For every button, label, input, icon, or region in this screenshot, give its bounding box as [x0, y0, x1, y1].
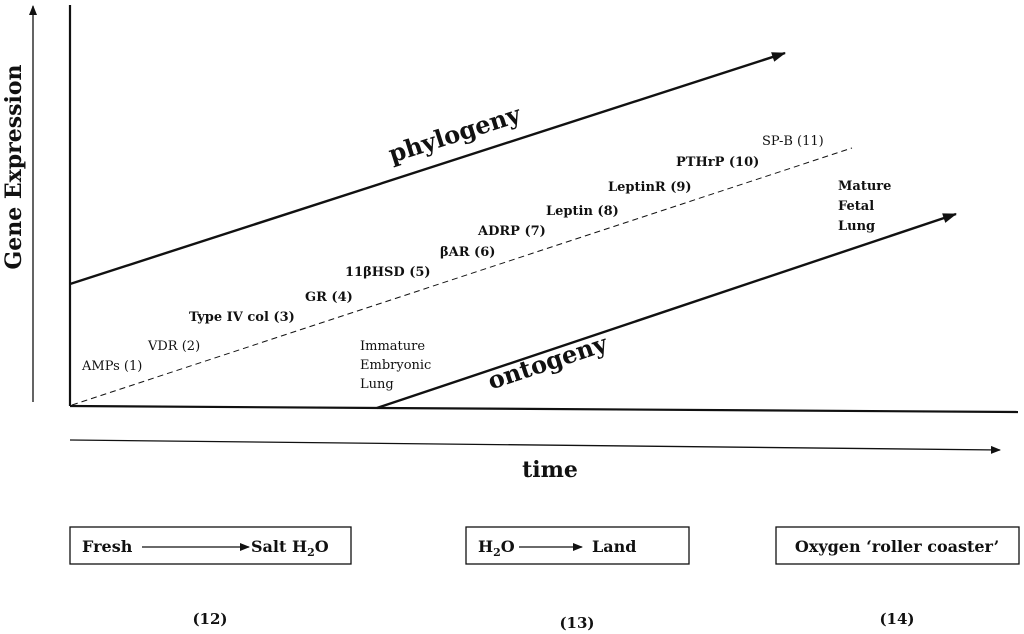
phylogeny-arrow [69, 51, 786, 286]
gene-label: LeptinR (9) [608, 180, 692, 195]
transition-box-fresh-salt: Fresh Salt H2O [69, 526, 352, 565]
immature-lung-line: Lung [360, 377, 394, 392]
gene-label: ADRP (7) [477, 224, 546, 239]
gene-label: AMPs (1) [81, 359, 142, 374]
box-to-text: Land [592, 537, 636, 556]
reference-number: (14) [879, 610, 914, 628]
reference-number: (12) [192, 610, 227, 628]
reference-number: (13) [559, 614, 594, 632]
gene-label: Leptin (8) [546, 204, 619, 219]
gene-label: Type IV col (3) [189, 310, 295, 325]
box-to-text: Salt H2O [251, 537, 329, 559]
gene-label: 11βHSD (5) [345, 265, 431, 280]
gene-label: PTHrP (10) [676, 155, 759, 170]
ontogeny-arrow [376, 212, 957, 410]
mature-lung-line: Lung [838, 219, 875, 234]
y-axis-label: Gene Expression [1, 64, 27, 269]
gene-label: βAR (6) [440, 245, 495, 260]
mature-lung-line: Mature [838, 179, 891, 194]
box-text: Oxygen ‘roller coaster’ [795, 537, 999, 556]
box-from-text: Fresh [82, 537, 133, 556]
transition-box-water-land: H2O Land [465, 526, 690, 565]
immature-lung-line: Embryonic [360, 358, 431, 373]
box-from-text: H2O [478, 537, 515, 559]
immature-lung-line: Immature [360, 339, 425, 354]
phylogeny-label: phylogeny [385, 99, 525, 169]
x-axis-label: time [522, 457, 578, 483]
gene-label: SP-B (11) [762, 134, 824, 149]
transition-box-oxygen: Oxygen ‘roller coaster’ [775, 526, 1020, 565]
gene-label: GR (4) [305, 290, 353, 305]
ontogeny-label: ontogeny [484, 328, 612, 395]
x-axis-arrow [69, 439, 1001, 454]
inner-baseline [69, 404, 1019, 414]
gene-label: VDR (2) [147, 339, 200, 354]
mature-lung-line: Fetal [838, 199, 874, 214]
gene-expression-dashed-line [71, 147, 853, 406]
